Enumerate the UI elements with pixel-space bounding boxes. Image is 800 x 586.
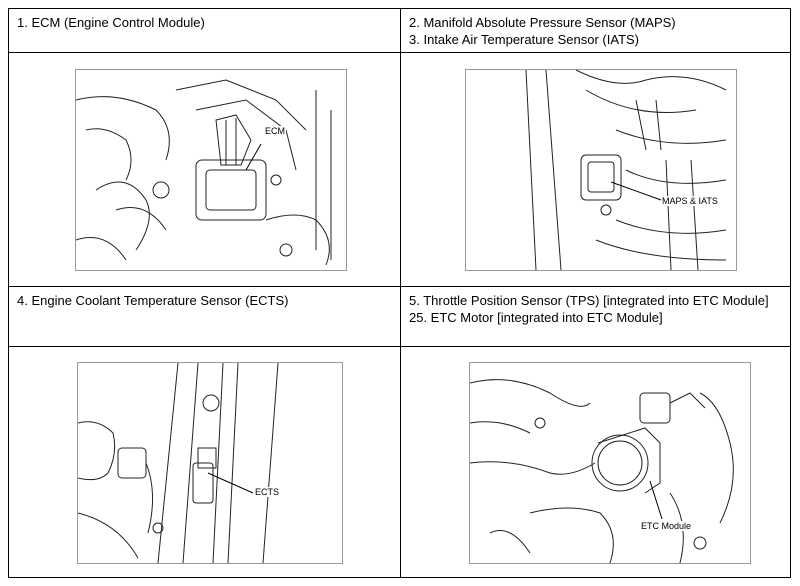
row-divider-2	[9, 286, 790, 287]
tps-header-line-1: 5. Throttle Position Sensor (TPS) [integ…	[409, 293, 769, 308]
row-divider-3	[9, 346, 790, 347]
component-location-table: 1. ECM (Engine Control Module) 2. Manifo…	[8, 8, 791, 578]
maps-header-cell: 2. Manifold Absolute Pressure Sensor (MA…	[401, 9, 790, 52]
ects-header-line-1: 4. Engine Coolant Temperature Sensor (EC…	[17, 293, 289, 308]
ecm-callout-label: ECM	[264, 126, 286, 136]
row-divider-1	[9, 52, 790, 53]
ects-illustration: ECTS	[77, 362, 343, 564]
etc-header-cell: 5. Throttle Position Sensor (TPS) [integ…	[401, 287, 790, 346]
ecm-header-cell: 1. ECM (Engine Control Module)	[9, 9, 400, 52]
ects-callout-label: ECTS	[254, 487, 281, 497]
iats-header-line-2: 3. Intake Air Temperature Sensor (IATS)	[409, 32, 640, 47]
ecm-illustration: ECM	[75, 69, 347, 271]
column-divider	[400, 9, 401, 577]
ecm-header-line-1: 1. ECM (Engine Control Module)	[17, 15, 205, 30]
maps-iats-illustration: MAPS & IATS	[465, 69, 737, 271]
maps-iats-callout-label: MAPS & IATS	[661, 196, 719, 206]
etc-module-illustration: ETC Module	[469, 362, 751, 564]
maps-header-line-1: 2. Manifold Absolute Pressure Sensor (MA…	[409, 15, 676, 30]
etc-module-callout-label: ETC Module	[640, 521, 693, 531]
ects-header-cell: 4. Engine Coolant Temperature Sensor (EC…	[9, 287, 400, 346]
etc-motor-header-line-2: 25. ETC Motor [integrated into ETC Modul…	[409, 310, 663, 325]
